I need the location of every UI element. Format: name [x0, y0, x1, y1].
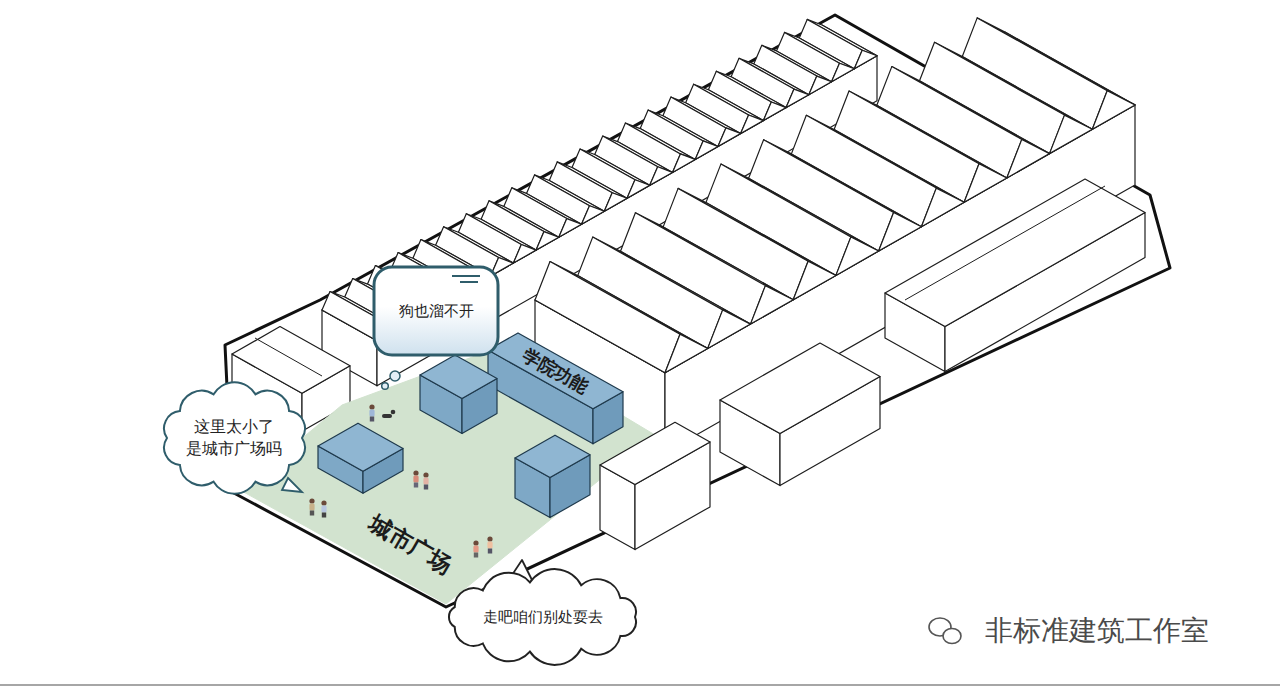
bubble-tail — [390, 371, 400, 381]
node-text: 狗也溜不开 — [399, 301, 474, 321]
dog — [382, 414, 392, 418]
cloud-outline — [449, 569, 636, 665]
watermark: 非标准建筑工作室 — [985, 612, 1209, 650]
sawtooth-building — [921, 188, 964, 227]
building — [720, 343, 880, 434]
person-figure — [369, 410, 374, 417]
sawtooth-building — [763, 102, 786, 121]
sawtooth-building — [741, 115, 764, 134]
sawtooth-building — [1050, 115, 1093, 154]
person-figure — [309, 498, 314, 503]
bubble-box — [374, 267, 498, 355]
person-figure — [423, 472, 428, 477]
person-figure — [414, 483, 418, 488]
node-text: 走吧咱们别处耍去 — [483, 607, 603, 627]
speech-bubble: 狗也溜不开 — [372, 265, 500, 357]
sawtooth-building — [751, 286, 794, 325]
sawtooth-building — [627, 180, 650, 199]
speech-cloud: 这里太小了 是城市广场吗 — [161, 386, 308, 490]
sawtooth-building — [964, 164, 1007, 203]
sawtooth-building — [604, 193, 627, 212]
person-figure — [487, 542, 492, 549]
wechat-icon — [943, 629, 961, 644]
sawtooth-building — [650, 167, 673, 186]
sawtooth-building — [673, 154, 696, 173]
bottom-rule — [0, 684, 1280, 686]
person-figure — [424, 485, 428, 490]
blue-volume — [515, 435, 590, 477]
person-figure — [310, 511, 314, 516]
person-figure — [474, 553, 478, 558]
sawtooth-building — [582, 206, 605, 225]
sawtooth-building — [786, 89, 809, 108]
sawtooth-building — [1092, 91, 1135, 130]
bubble-tail — [282, 478, 302, 492]
sawtooth-building — [879, 213, 922, 252]
person-figure — [487, 536, 492, 541]
building — [600, 422, 710, 484]
blue-volume — [488, 333, 623, 409]
cloud-outline — [164, 382, 305, 493]
sawtooth-building — [718, 128, 741, 147]
sawtooth-building — [665, 334, 708, 373]
roof-ridge — [905, 186, 1105, 300]
bubble-mark — [460, 281, 478, 283]
blue-volume — [318, 423, 403, 471]
site-ground — [225, 15, 1170, 607]
sawtooth-building — [695, 141, 718, 160]
sawtooth-building — [836, 237, 879, 276]
person-figure — [473, 540, 478, 545]
bubble-mark — [452, 275, 480, 277]
speech-cloud: 走吧咱们别处耍去 — [445, 576, 641, 658]
person-figure — [488, 549, 492, 554]
bubble-outline — [161, 386, 308, 490]
sawtooth-building — [854, 50, 877, 69]
blue-volume — [420, 355, 497, 398]
sawtooth-building — [793, 261, 836, 300]
sawtooth-building — [708, 310, 751, 349]
person-figure — [309, 504, 314, 511]
person-figure — [423, 478, 428, 485]
bubble-tail — [382, 383, 389, 390]
sawtooth-building — [536, 232, 559, 251]
person-figure — [370, 417, 374, 422]
house-ridge — [255, 338, 322, 376]
person-figure — [473, 546, 478, 553]
node-text: 这里太小了 是城市广场吗 — [184, 416, 285, 459]
sawtooth-building — [809, 76, 832, 95]
person-figure — [322, 513, 326, 518]
sawtooth-building — [1007, 139, 1050, 178]
person-figure — [321, 506, 326, 513]
sawtooth-building — [832, 63, 855, 81]
person-figure — [369, 404, 374, 409]
person-figure — [321, 500, 326, 505]
sawtooth-building — [559, 219, 582, 238]
building — [885, 179, 1145, 327]
sawtooth-building — [513, 245, 536, 264]
person-figure — [413, 470, 418, 475]
person-figure — [413, 476, 418, 483]
dog — [391, 410, 396, 415]
house — [232, 327, 350, 394]
